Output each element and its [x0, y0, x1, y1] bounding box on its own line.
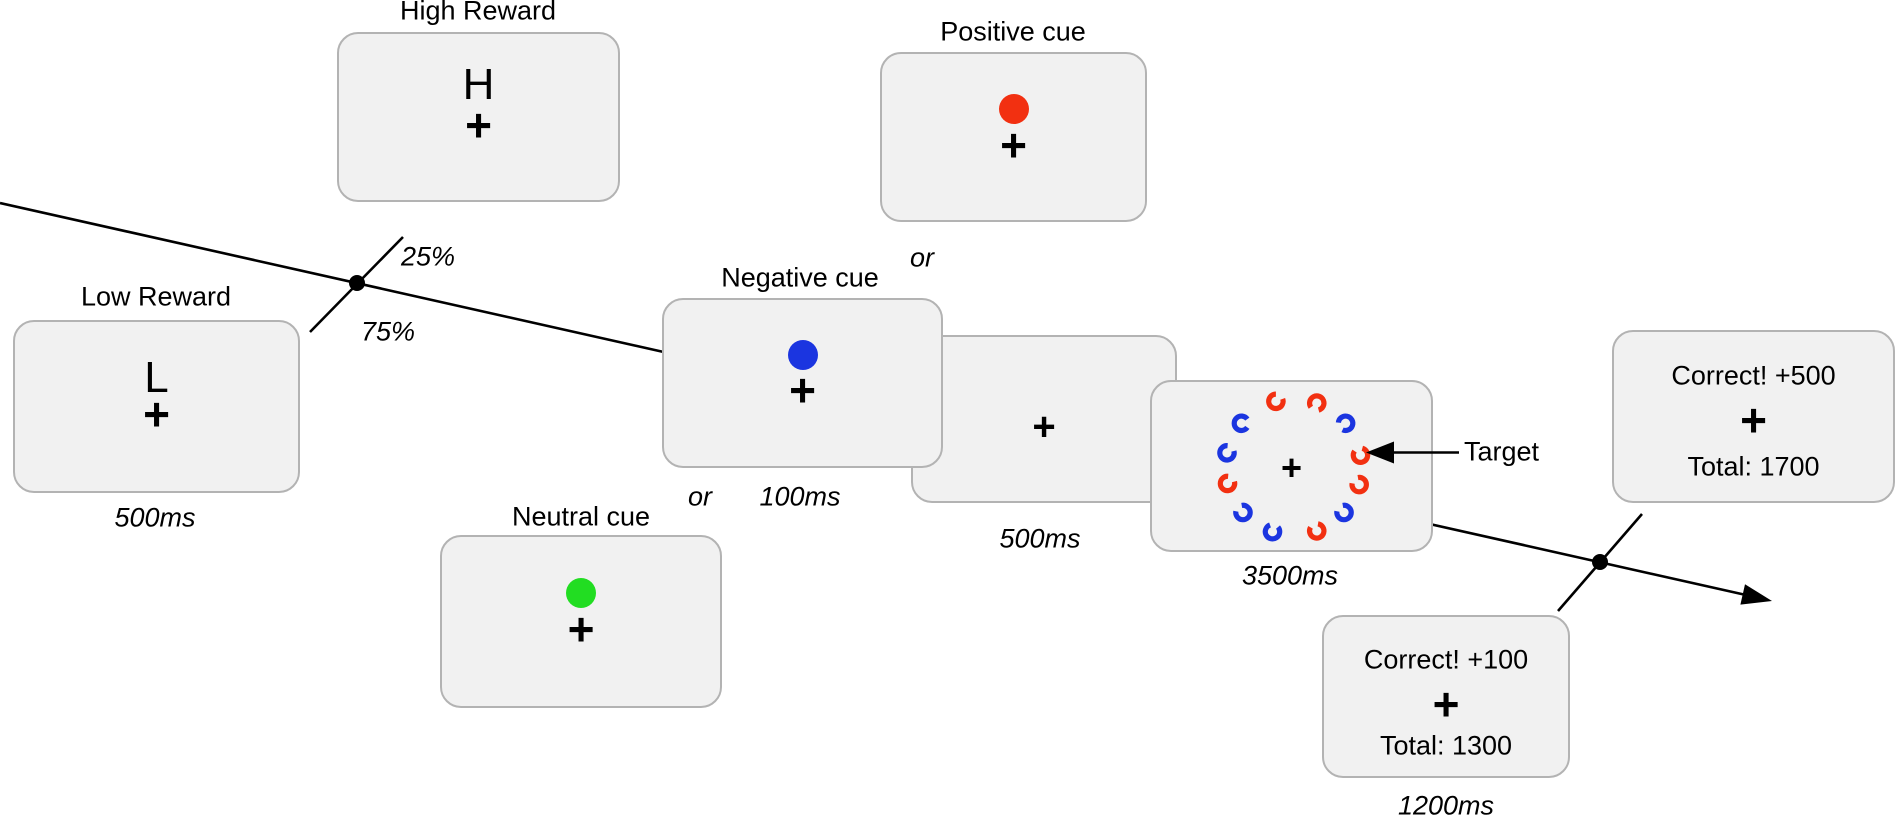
- high-reward-title: High Reward: [399, 0, 557, 26]
- timeline-arrowhead-icon: [1740, 584, 1772, 605]
- feedback-low-screen: Correct! +100 + Total: 1300: [1322, 615, 1570, 778]
- neutral-cue-title: Neutral cue: [511, 501, 651, 532]
- branch-node-reward: [349, 275, 365, 291]
- landolt-c: [1233, 502, 1253, 523]
- or-lower-label: or: [687, 481, 713, 512]
- cue-duration-label: 100ms: [759, 481, 841, 512]
- feedback-high-screen: Correct! +500 + Total: 1700: [1612, 330, 1895, 503]
- neutral-cue-dot: [566, 578, 596, 608]
- fixation-cross: +: [1032, 405, 1056, 449]
- reward-duration-label: 500ms: [114, 502, 196, 533]
- target-screen: +: [1150, 380, 1433, 552]
- positive-cue-dot: [998, 94, 1029, 124]
- target-annotation-label: Target: [1464, 436, 1540, 467]
- negative-cue-title: Negative cue: [721, 262, 879, 293]
- landolt-ring-array: [1217, 391, 1371, 542]
- positive-cue-title: Positive cue: [940, 16, 1086, 47]
- landolt-c: [1334, 502, 1354, 523]
- positive-cue-fixation-cross: +: [1000, 119, 1027, 171]
- target-fixation-cross: +: [1280, 447, 1303, 488]
- landolt-c: [1231, 413, 1250, 434]
- probability-75-label: 75%: [360, 316, 416, 347]
- target-duration-label: 3500ms: [1241, 560, 1339, 591]
- feedback-high-points: Correct! +500: [1671, 360, 1836, 391]
- landolt-c: [1306, 393, 1327, 413]
- landolt-c: [1306, 521, 1327, 541]
- high-reward-screen: H +: [337, 32, 620, 202]
- landolt-c: [1262, 522, 1283, 542]
- neutral-cue-fixation-cross: +: [567, 603, 595, 655]
- probability-25-label: 25%: [400, 241, 456, 272]
- feedback-low-total: Total: 1300: [1379, 730, 1513, 761]
- high-reward-letter: H: [462, 60, 495, 109]
- feedback-low-fixation-cross: +: [1432, 678, 1460, 731]
- neutral-cue-screen: +: [440, 535, 722, 708]
- negative-cue-screen: +: [662, 298, 943, 468]
- landolt-c: [1266, 391, 1286, 412]
- low-reward-title: Low Reward: [80, 281, 232, 312]
- feedback-duration-label: 1200ms: [1397, 790, 1495, 821]
- feedback-low-points: Correct! +100: [1363, 644, 1529, 675]
- negative-cue-dot: [787, 340, 818, 370]
- negative-cue-fixation-cross: +: [789, 364, 816, 416]
- landolt-c: [1217, 443, 1237, 463]
- landolt-c: [1349, 474, 1369, 495]
- high-reward-fixation-cross: +: [465, 99, 492, 151]
- branch-tick-feedback: [1557, 513, 1643, 612]
- landolt-c: [1335, 413, 1356, 434]
- landolt-c: [1217, 473, 1238, 494]
- or-upper-label: or: [909, 242, 935, 273]
- feedback-high-fixation-cross: +: [1740, 393, 1767, 446]
- low-reward-letter: L: [144, 353, 169, 402]
- low-reward-fixation-cross: +: [143, 388, 170, 440]
- feedback-high-total: Total: 1700: [1687, 451, 1820, 482]
- low-reward-screen: L +: [13, 320, 300, 493]
- landolt-c-target: [1350, 445, 1371, 465]
- fixation-screen: +: [911, 335, 1177, 503]
- fixation-duration-label: 500ms: [999, 523, 1081, 554]
- branch-node-feedback: [1592, 554, 1608, 570]
- positive-cue-screen: +: [880, 52, 1147, 222]
